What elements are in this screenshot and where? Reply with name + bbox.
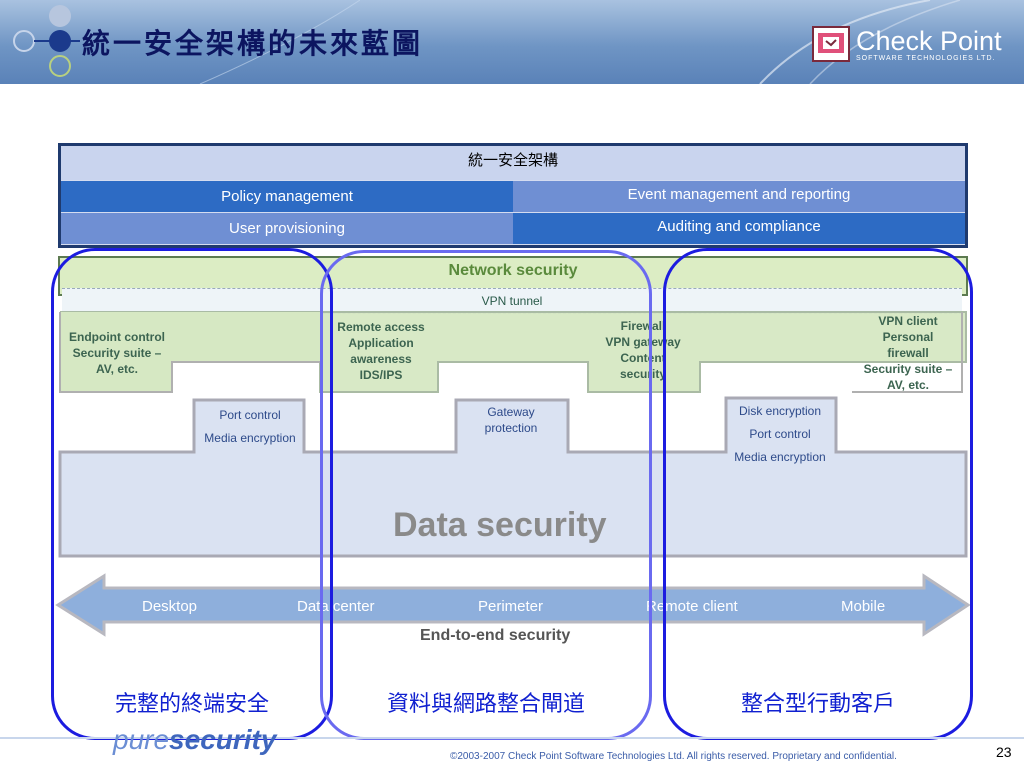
- gateway-column-frame: [320, 250, 652, 740]
- framework-title: 統一安全架構: [61, 146, 965, 180]
- data-security-label: Data security: [393, 506, 607, 544]
- remote-client-label: Remote client: [646, 598, 738, 615]
- decor-ring-icon: [49, 55, 71, 77]
- logo-name: Check Point: [856, 26, 1002, 56]
- user-provisioning-cell: User provisioning: [61, 213, 513, 244]
- auditing-cell: Auditing and compliance: [513, 213, 965, 244]
- header-decoration: [13, 0, 360, 84]
- perimeter-label: Perimeter: [478, 598, 544, 615]
- decor-circle-icon: [49, 5, 71, 27]
- logo-subtitle: SOFTWARE TECHNOLOGIES LTD.: [856, 55, 996, 62]
- checkpoint-logo-icon: [812, 26, 850, 62]
- copyright-text: ©2003-2007 Check Point Software Technolo…: [450, 751, 897, 762]
- page-number: 23: [996, 744, 1012, 760]
- network-security-label: Network security: [448, 262, 578, 279]
- endpoint-column-label: 完整的終端安全: [114, 691, 269, 716]
- data-center-label: Data center: [297, 598, 375, 615]
- slide-header: [0, 0, 1024, 84]
- footer-rule: [0, 737, 1024, 739]
- mobile-column-frame: [663, 248, 973, 740]
- gateway-column-label: 資料與網路整合閘道: [386, 691, 585, 716]
- mobile-label: Mobile: [841, 598, 886, 615]
- desktop-label: Desktop: [142, 598, 198, 615]
- end-to-end-arrow: [55, 573, 971, 637]
- vpn-tunnel-label: VPN tunnel: [481, 294, 543, 308]
- end-to-end-security-label: End-to-end security: [420, 627, 571, 644]
- puresecurity-logo: puresecurity: [113, 724, 277, 755]
- endpoint-column-frame: [51, 248, 333, 740]
- mobile-column-label: 整合型行動客戶: [740, 691, 895, 716]
- event-management-cell: Event management and reporting: [513, 181, 965, 212]
- policy-management-cell: Policy management: [61, 181, 513, 212]
- slide-title: 統一安全架構的未來藍圖: [82, 27, 424, 60]
- header-rule: [0, 84, 1024, 86]
